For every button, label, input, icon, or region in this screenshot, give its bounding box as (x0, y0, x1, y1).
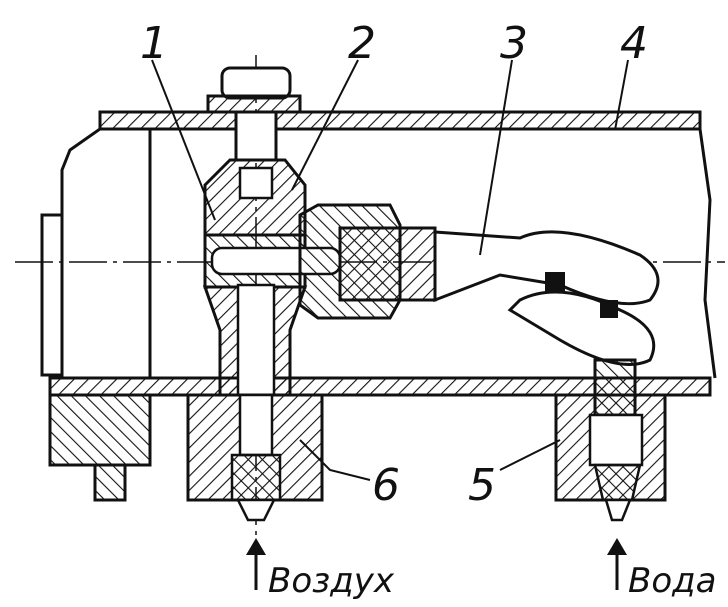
callout-6: 6 (372, 460, 400, 511)
callout-3: 3 (500, 18, 528, 69)
water-inlet-arrow (607, 538, 627, 590)
air-inlet-arrow (246, 538, 266, 590)
union-fitting (298, 203, 437, 320)
callout-5: 5 (468, 460, 496, 511)
callout-1: 1 (140, 18, 168, 69)
air-inlet-label: Воздух (268, 561, 395, 601)
leader-lines (151, 59, 629, 481)
callout-4: 4 (620, 18, 648, 69)
water-fitting (554, 358, 667, 522)
left-flange (40, 213, 152, 502)
callout-2: 2 (348, 18, 376, 69)
air-nozzle-body (202, 158, 308, 397)
water-tube (433, 230, 660, 366)
water-inlet-label: Вода (628, 561, 716, 601)
air-fitting (186, 393, 324, 522)
